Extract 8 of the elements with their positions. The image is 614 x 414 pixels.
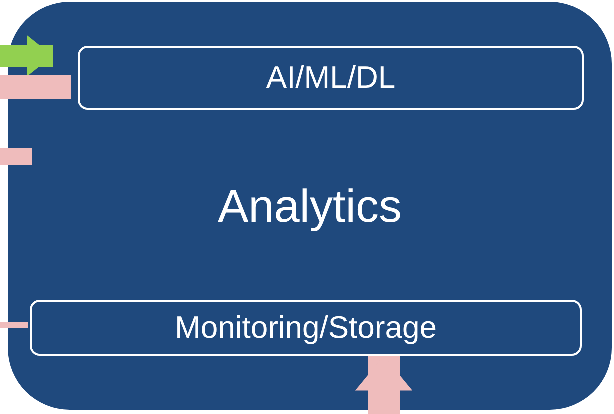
process-box [78,46,584,110]
group-box [8,2,612,410]
arrow [0,35,53,77]
process-box [30,300,582,356]
node-label: Monitoring/Storage [175,310,437,346]
node-label: Analytics [218,179,402,233]
arrow [355,356,413,414]
node-label: AI/ML/DL [266,60,396,96]
